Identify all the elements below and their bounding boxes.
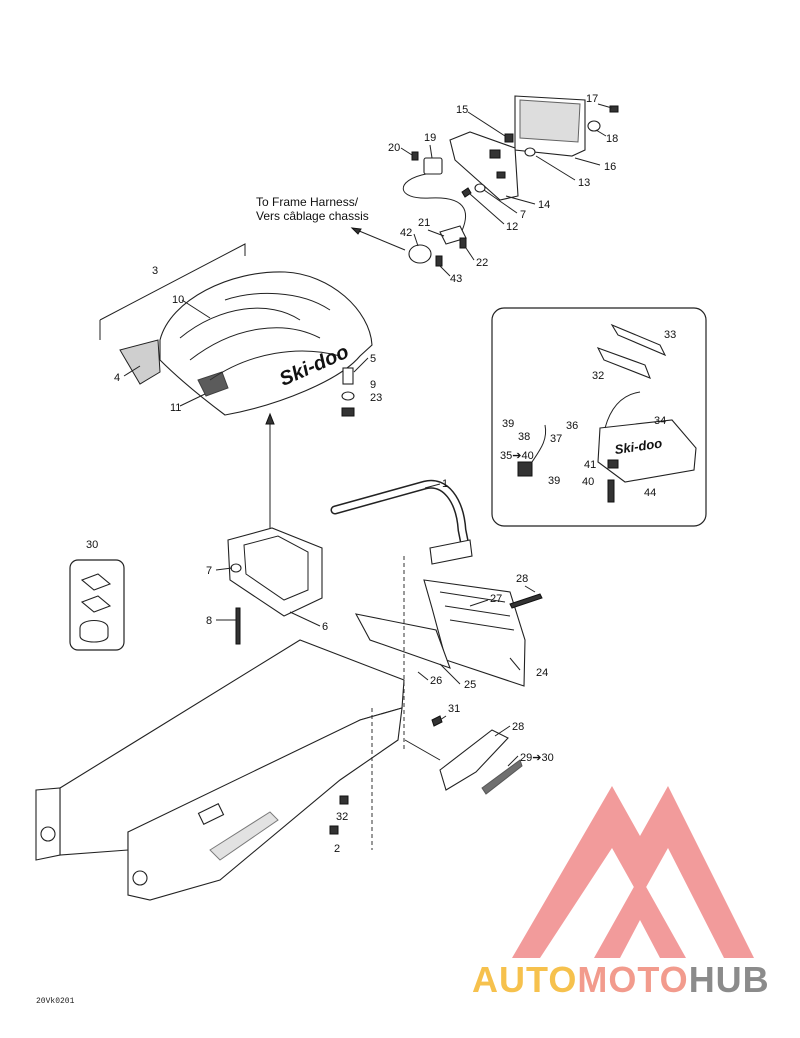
callout-6: 6 [322, 621, 328, 633]
tunnel-frame [35, 556, 441, 901]
automotohub-watermark: AUTOMOTOHUB [472, 786, 770, 1000]
callout-5: 5 [370, 353, 376, 365]
callout-33: 32 [592, 370, 604, 382]
seat-assembly: Ski-doo [99, 243, 373, 528]
callout-17: 17 [586, 93, 598, 105]
callout-38: 37 [550, 433, 562, 445]
callout-31: 30 [86, 539, 98, 551]
callout-35-40: 34 [654, 415, 666, 427]
svg-text:Ski-doo: Ski-doo [614, 436, 663, 457]
callout-27: 27 [490, 593, 502, 605]
trunk-inset: Ski-doo [491, 307, 707, 527]
figure-code: 20Vk0201 [36, 997, 75, 1006]
callout-labels-2: 28 28 29➔30 30 31 32 32 33 34 35➔40 36 3… [86, 227, 676, 823]
callout-34: 33 [664, 329, 676, 341]
callout-19: 19 [424, 132, 436, 144]
tail-light-assembly [350, 95, 619, 267]
callout-10: 10 [172, 294, 184, 306]
callout-40: 39 [502, 418, 514, 430]
callout-32b: 32 [336, 811, 348, 823]
inset-frame [491, 307, 707, 527]
kit-inset [69, 559, 125, 651]
callout-9: 9 [370, 379, 376, 391]
callout-16: 16 [604, 161, 616, 173]
callout-4: 4 [114, 372, 120, 384]
callout-41: 40 [582, 476, 594, 488]
callout-8: 8 [206, 615, 212, 627]
callout-14: 14 [538, 199, 550, 211]
callout-36: 35➔40 [500, 450, 534, 462]
callout-21: 21 [418, 217, 430, 229]
callout-39b: 39 [548, 475, 560, 487]
callout-45-56: 44 [644, 487, 656, 499]
callout-7a: 7 [206, 565, 212, 577]
watermark-text: AUTOMOTOHUB [472, 959, 770, 1000]
callout-29-arrow-30: 28 [512, 721, 524, 733]
callout-39a: 38 [518, 431, 530, 443]
watermark-logo [512, 786, 754, 958]
callout-42: 41 [584, 459, 596, 471]
callout-24: 24 [536, 667, 548, 679]
rear-flap [354, 579, 543, 687]
callout-44: 43 [450, 273, 462, 285]
callout-3: 3 [152, 265, 158, 277]
callout-labels: 1 2 3 4 5 6 7 7 8 9 10 11 12 13 14 15 16… [114, 93, 618, 855]
callout-13: 13 [578, 177, 590, 189]
callout-12: 12 [506, 221, 518, 233]
callout-28: 28 [516, 573, 528, 585]
leader-lines [123, 103, 613, 767]
callout-2: 2 [334, 843, 340, 855]
callout-18: 18 [606, 133, 618, 145]
storage-tray [227, 527, 323, 645]
grab-handle [330, 479, 473, 565]
callout-32a: 31 [448, 703, 460, 715]
callout-43: 42 [400, 227, 412, 239]
callout-11: 11 [170, 402, 181, 414]
callout-30: 29➔30 [520, 752, 554, 764]
callout-22: 22 [476, 257, 488, 269]
harness-note-line2: Vers câblage chassis [256, 209, 369, 223]
callout-20: 20 [388, 142, 400, 154]
callout-23: 23 [370, 392, 382, 404]
callout-15: 15 [456, 104, 468, 116]
callout-7b: 7 [520, 209, 526, 221]
callout-25: 25 [464, 679, 476, 691]
harness-note-line1: To Frame Harness/ [256, 195, 359, 209]
callout-1: 1 [442, 478, 448, 490]
reflector [329, 715, 523, 835]
callout-37: 36 [566, 420, 578, 432]
callout-26: 26 [430, 675, 442, 687]
